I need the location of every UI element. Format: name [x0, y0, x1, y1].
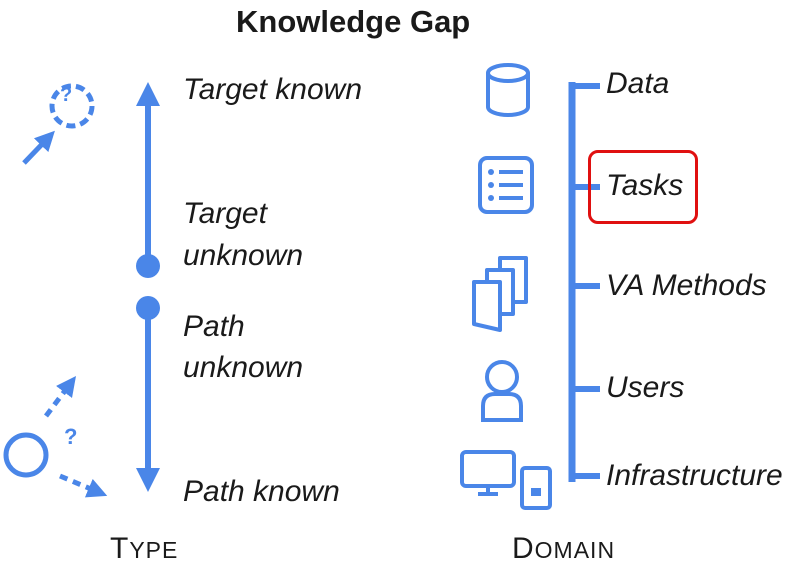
domain-item-users: Users: [606, 371, 685, 404]
type-axis-down-arrowhead: [136, 468, 160, 492]
dashed-arrow-up-icon: [44, 376, 76, 418]
domain-item-data: Data: [606, 67, 670, 100]
list-icon: [478, 156, 534, 214]
question-glyph-target: ?: [60, 84, 73, 106]
target-known-glyph-icon: [22, 83, 95, 165]
label-path-known: Path known: [183, 475, 340, 508]
dashed-circle-icon: [49, 83, 95, 129]
database-icon: [486, 63, 530, 117]
type-axis-up-arrowhead: [136, 82, 160, 106]
documents-icon: [472, 256, 528, 332]
tasks-highlight-box: [588, 150, 698, 224]
type-axis: [136, 82, 160, 492]
label-path-unknown-line2: unknown: [183, 351, 304, 384]
label-target-unknown-line2: unknown: [183, 239, 304, 272]
dashed-arrow-right-icon: [59, 473, 108, 498]
label-target-known: Target known: [183, 73, 363, 106]
arrow-icon: [22, 130, 55, 165]
label-path-unknown-line1: Path: [183, 310, 245, 343]
target-unknown-dot: [136, 254, 160, 278]
question-glyph-path: ?: [64, 424, 78, 449]
domain-item-infrastructure: Infrastructure: [606, 459, 783, 492]
path-unknown-glyph-icon: [3, 376, 108, 498]
domain-caption: DOMAIN: [512, 532, 616, 565]
type-caption: TYPE: [110, 532, 179, 565]
start-circle-icon: [3, 432, 49, 478]
domain-item-va-methods: VA Methods: [606, 269, 767, 302]
label-target-unknown-line1: Target: [183, 197, 267, 230]
user-icon: [481, 360, 523, 422]
domain-item-tasks: Tasks: [606, 169, 684, 202]
devices-icon: [460, 450, 552, 510]
domain-axis: [568, 82, 600, 482]
diagram-title: Knowledge Gap: [236, 4, 471, 39]
